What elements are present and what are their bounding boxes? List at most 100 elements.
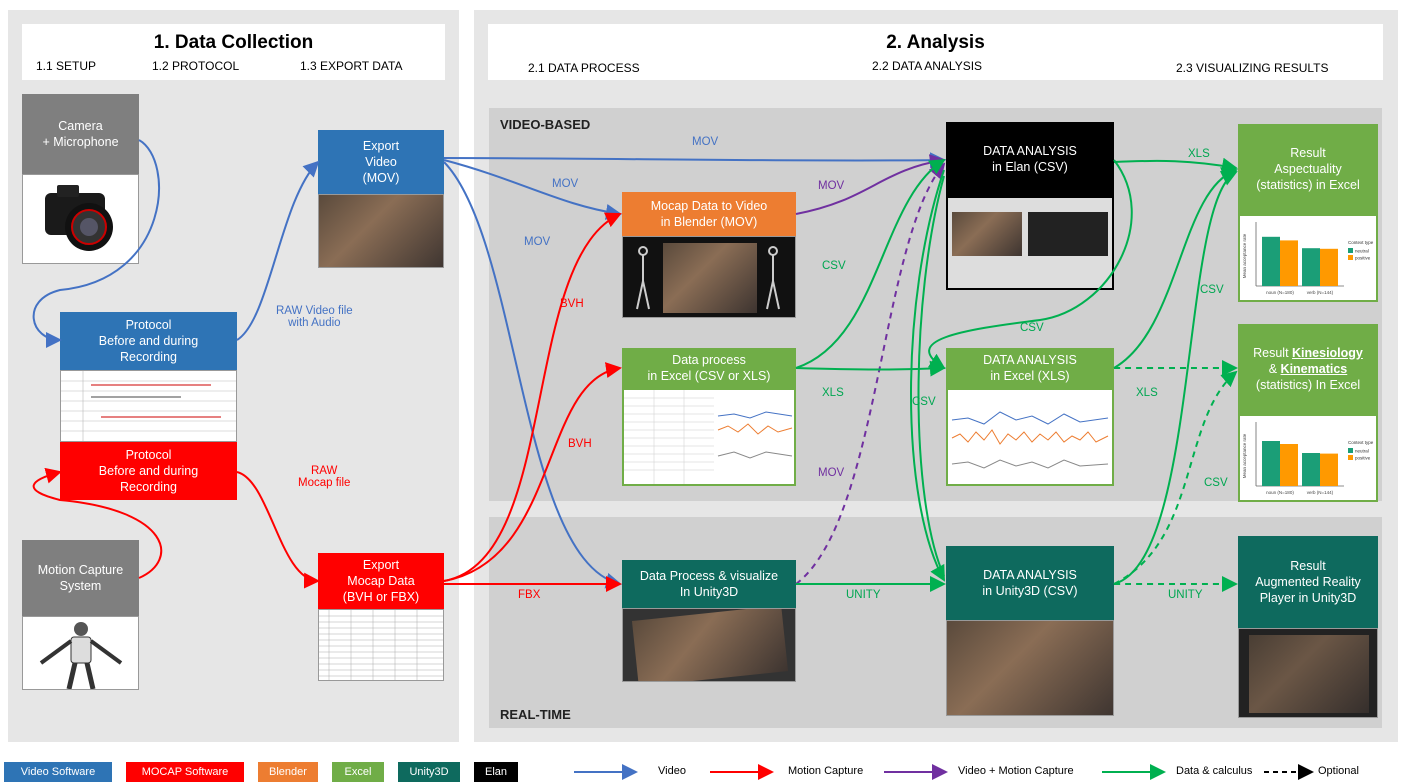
legend-blender: Blender — [258, 762, 318, 782]
video-still — [319, 195, 443, 267]
legend-item: neutral — [1355, 449, 1369, 454]
ar-still — [1249, 635, 1369, 713]
camera-box: Camera + Microphone — [22, 94, 139, 174]
result-kinesiology-box: Result Kinesiology & Kinematics (statist… — [1238, 324, 1378, 414]
result-aspectuality-box: Result Aspectuality (statistics) in Exce… — [1238, 124, 1378, 214]
label-csv-5: CSV — [1204, 477, 1228, 489]
legend-title: Context type — [1348, 440, 1374, 445]
mocap-table-image — [318, 609, 444, 681]
bar-neutral — [1262, 441, 1280, 486]
bar-positive — [1280, 240, 1298, 286]
legend-swatch — [1348, 455, 1353, 460]
camera-icon — [45, 185, 113, 251]
label-csv-2: CSV — [1020, 322, 1044, 334]
label-raw-mocap: RAW Mocap file — [298, 465, 351, 489]
video-based-label: VIDEO-BASED — [500, 117, 591, 132]
label-csv-3: CSV — [912, 396, 936, 408]
mocap-suit-icon — [39, 622, 123, 689]
spreadsheet-icon — [624, 390, 793, 484]
protocol-timeline-image — [60, 370, 237, 442]
arrow-video-blender — [443, 159, 622, 220]
arrow-mocap-protocol — [32, 467, 163, 579]
arrow-blender-elan — [795, 154, 946, 215]
bar-neutral — [1262, 236, 1280, 286]
legend-optional-label: Optional — [1318, 765, 1359, 777]
arrow-elan-unity-2 — [917, 175, 945, 577]
label-mov-1: MOV — [552, 178, 579, 190]
bar-positive — [1320, 248, 1338, 286]
bar-positive — [1320, 453, 1338, 486]
export-mocap-box: Export Mocap Data (BVH or FBX) — [318, 553, 444, 609]
arrow-mocap-excel — [443, 362, 622, 582]
excel-process-image — [622, 388, 796, 486]
export-video-box: Export Video (MOV) — [318, 130, 444, 194]
blender-still — [663, 243, 757, 313]
y-axis-label: Mean acceptance rate — [1242, 433, 1247, 478]
legend-video-software: Video Software — [4, 762, 112, 782]
arrow-video-unity — [443, 161, 622, 589]
label-xls-1: XLS — [822, 387, 844, 399]
step-1-1: 1.1 SETUP — [36, 59, 97, 73]
label-mov-top: MOV — [692, 136, 719, 148]
bar-neutral — [1302, 453, 1320, 486]
label-xls-2: XLS — [1136, 387, 1158, 399]
elan-video-still — [952, 212, 1022, 256]
blender-image — [622, 236, 796, 318]
blender-box: Mocap Data to Video in Blender (MOV) — [622, 192, 796, 236]
label-mov-3: MOV — [818, 467, 845, 479]
label-bvh-1: BVH — [560, 298, 584, 310]
arrow-unity-elan-optional — [795, 162, 946, 585]
legend-item: positive — [1355, 456, 1371, 461]
arrow-camera-protocol — [32, 139, 160, 348]
excel-process-box: Data process in Excel (CSV or XLS) — [622, 348, 796, 388]
export-video-image — [318, 194, 444, 268]
real-time-label: REAL-TIME — [500, 707, 571, 722]
table-icon — [319, 610, 443, 680]
legend-arrows — [574, 764, 1314, 780]
ar-player-image — [1238, 628, 1378, 718]
unity-analysis-image — [946, 620, 1114, 716]
label-mov-purple: MOV — [818, 180, 845, 192]
data-collection-title: 1. Data Collection — [153, 32, 314, 53]
legend-excel: Excel — [332, 762, 384, 782]
result-kin-line2: & Kinematics — [1268, 362, 1348, 376]
bar-neutral — [1302, 248, 1320, 286]
timeline-icon — [61, 371, 236, 441]
skeleton-icon — [636, 246, 780, 310]
label-unity-1: UNITY — [846, 589, 881, 601]
arrow-mocap-blender — [443, 212, 622, 582]
step-1-2: 1.2 PROTOCOL — [152, 59, 240, 73]
arrow-protocol-export-mocap — [236, 471, 320, 589]
category-label: verb (N=144) — [1307, 490, 1334, 495]
step-2-1: 2.1 DATA PROCESS — [528, 61, 640, 75]
legend-swatch — [1348, 248, 1353, 253]
arrow-elan-excel — [927, 159, 1133, 370]
legend-unity3d: Unity3D — [398, 762, 460, 782]
legend-item: positive — [1355, 256, 1371, 261]
arrow-elan-unity — [910, 169, 945, 582]
label-unity-2: UNITY — [1168, 589, 1203, 601]
legend-videomocap-label: Video + Motion Capture — [958, 765, 1074, 777]
camera-image — [22, 174, 139, 264]
protocol-red-box: Protocol Before and during Recording — [60, 442, 237, 500]
elan-image — [946, 196, 1114, 290]
legend-video-label: Video — [658, 765, 686, 777]
label-csv-4: CSV — [1200, 284, 1224, 296]
unity-process-box: Data Process & visualize In Unity3D — [622, 560, 796, 608]
legend-swatch — [1348, 448, 1353, 453]
arrow-excel-excel — [795, 360, 946, 377]
label-mov-2: MOV — [524, 236, 551, 248]
label-bvh-2: BVH — [568, 438, 592, 450]
excel-analysis-image — [946, 388, 1114, 486]
elan-skeleton-pane — [1028, 212, 1108, 256]
legend-swatch — [1348, 255, 1353, 260]
legend-elan: Elan — [474, 762, 518, 782]
legend-item: neutral — [1355, 249, 1369, 254]
label-xls-3: XLS — [1188, 148, 1210, 160]
legend-data-label: Data & calculus — [1176, 765, 1253, 777]
result-kin-line1: Result Kinesiology — [1253, 346, 1363, 360]
